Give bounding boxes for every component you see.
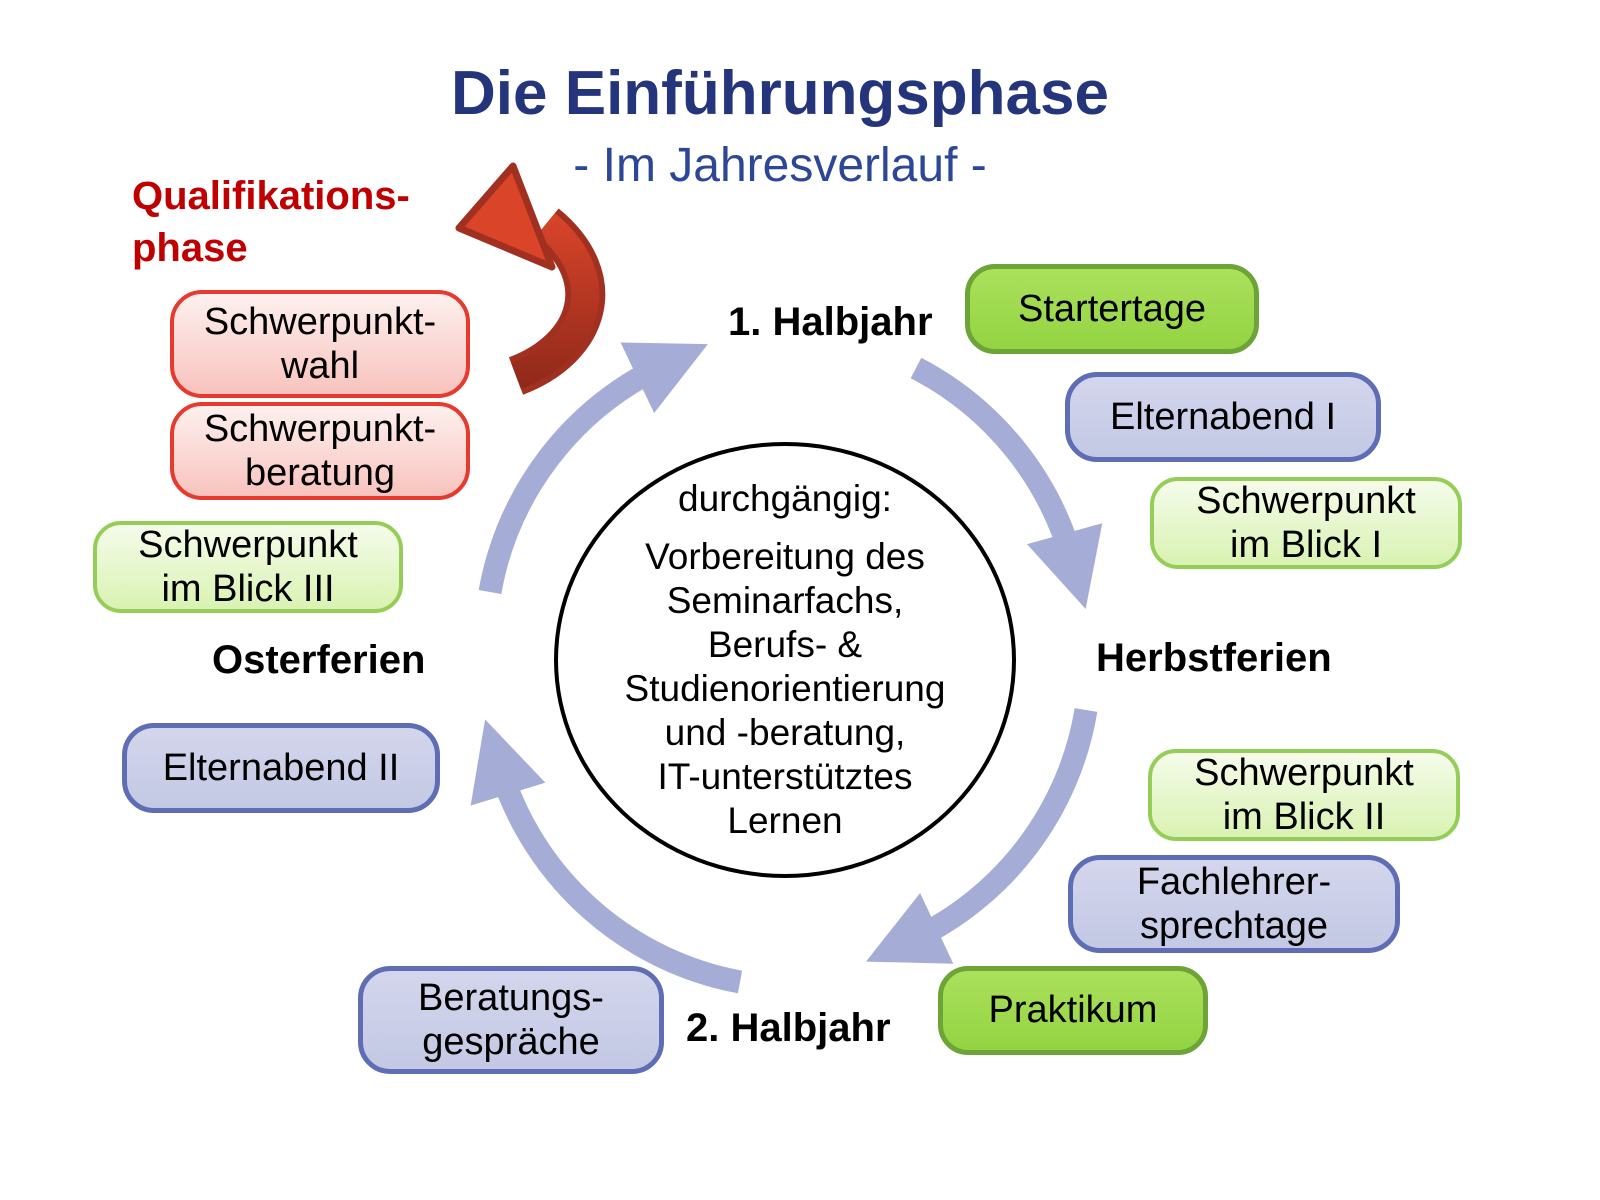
qualification-arrow-icon bbox=[455, 162, 606, 395]
center-circle: durchgängig: Vorbereitung des Seminarfac… bbox=[554, 442, 1016, 878]
qualification-phase-label: Qualifikations- phase bbox=[132, 170, 410, 274]
label-autumn-break: Herbstferien bbox=[1096, 636, 1332, 680]
label-first-half-year: 1. Halbjahr bbox=[728, 300, 933, 344]
box-line: Praktikum bbox=[988, 989, 1158, 1032]
page-title: Die Einführungsphase bbox=[451, 59, 1109, 128]
box-line: Schwerpunkt- bbox=[203, 407, 437, 450]
cycle-arrow-bottom-right-icon bbox=[866, 708, 1098, 964]
center-circle-line: Seminarfachs, bbox=[666, 580, 904, 621]
box-line: Schwerpunkt bbox=[1196, 479, 1416, 522]
box-line: Startertage bbox=[1018, 287, 1206, 330]
box-elternabend-1: Elternabend I bbox=[1065, 372, 1381, 462]
center-circle-line: Lernen bbox=[727, 800, 843, 841]
center-circle-line: Berufs- & bbox=[707, 624, 863, 665]
box-schwerpunkt-im-blick-3: Schwerpunkt im Blick III bbox=[93, 521, 403, 613]
box-schwerpunkt-beratung: Schwerpunkt- beratung bbox=[170, 402, 470, 500]
box-line: Schwerpunkt- bbox=[203, 300, 437, 343]
box-line: im Blick III bbox=[161, 568, 335, 610]
box-line: Elternabend II bbox=[162, 746, 400, 789]
cycle-arrow-top-right-icon bbox=[910, 357, 1103, 609]
box-schwerpunkt-im-blick-1: Schwerpunkt im Blick I bbox=[1150, 477, 1462, 569]
box-line: Schwerpunkt bbox=[1194, 751, 1414, 794]
center-circle-line: Studienorientierung bbox=[624, 668, 946, 709]
page-subtitle: - Im Jahresverlauf - bbox=[573, 139, 987, 192]
qualification-phase-line1: Qualifikations- bbox=[132, 174, 410, 218]
center-circle-heading: durchgängig: bbox=[678, 478, 892, 519]
qualification-phase-line2: phase bbox=[132, 226, 248, 270]
box-line: wahl bbox=[280, 345, 360, 387]
center-circle-line: und -beratung, bbox=[664, 712, 906, 753]
box-line: Beratungs- bbox=[418, 976, 604, 1019]
center-circle-line: IT-unterstütztes bbox=[657, 756, 913, 797]
label-second-half-year: 2. Halbjahr bbox=[686, 1006, 891, 1050]
box-elternabend-2: Elternabend II bbox=[122, 723, 440, 813]
cycle-arrow-top-left-icon bbox=[478, 342, 708, 595]
box-fachlehrer-sprechtage: Fachlehrer- sprechtage bbox=[1068, 855, 1400, 953]
box-line: beratung bbox=[244, 452, 395, 494]
box-line: im Blick I bbox=[1230, 524, 1382, 566]
box-praktikum: Praktikum bbox=[938, 966, 1208, 1055]
box-line: Elternabend I bbox=[1109, 395, 1337, 438]
box-schwerpunkt-wahl: Schwerpunkt- wahl bbox=[170, 290, 470, 398]
box-line: sprechtage bbox=[1139, 905, 1328, 947]
box-beratungsgespraeche: Beratungs- gespräche bbox=[358, 966, 664, 1074]
box-line: gespräche bbox=[422, 1021, 600, 1063]
cycle-arrow-bottom-left-icon bbox=[470, 719, 743, 994]
box-line: Fachlehrer- bbox=[1136, 860, 1332, 903]
box-startertage: Startertage bbox=[965, 264, 1259, 354]
box-line: Schwerpunkt bbox=[138, 523, 358, 566]
center-circle-line: Vorbereitung des bbox=[645, 536, 925, 577]
box-schwerpunkt-im-blick-2: Schwerpunkt im Blick II bbox=[1148, 749, 1460, 841]
box-line: im Blick II bbox=[1222, 796, 1386, 838]
label-easter-break: Osterferien bbox=[212, 638, 426, 682]
